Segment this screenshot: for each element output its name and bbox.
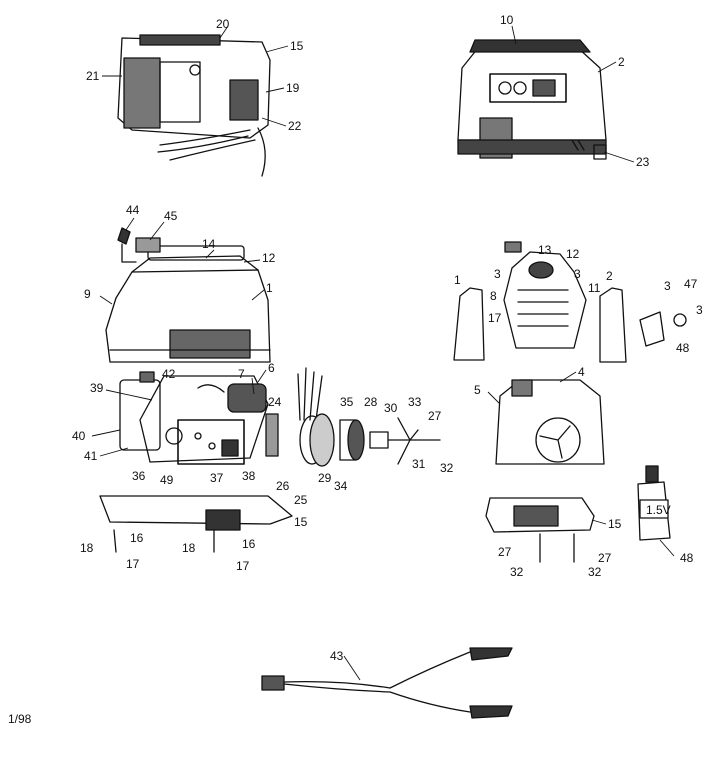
callout: 15 [608,517,622,531]
housing-cover [105,227,271,363]
callout: 3 [696,303,703,317]
callout: 48 [676,341,690,355]
callout: 15 [294,515,308,529]
callout: 27 [428,409,442,423]
callout: 1 [454,273,461,287]
callout: 32 [510,565,524,579]
callout: 34 [334,479,348,493]
callout: 39 [90,381,104,395]
callout: 3 [574,267,581,281]
exploded-housing [453,241,687,363]
callout: 42 [162,367,176,381]
callout: 27 [498,545,512,559]
callout: 44 [126,203,140,217]
callout: 12 [262,251,276,265]
callout: 2 [606,269,613,283]
callout: 16 [242,537,256,551]
callout: 35 [340,395,354,409]
callout: 6 [268,361,275,375]
bottle-label: 1.5V [646,503,671,517]
callout: 21 [86,69,100,83]
base-left [99,495,293,553]
callout: 9 [84,287,91,301]
callout: 24 [268,395,282,409]
callout: 38 [242,469,256,483]
callout: 23 [636,155,650,169]
callout: 15 [290,39,304,53]
callout: 32 [588,565,602,579]
oil-bottle [637,465,671,541]
callout: 29 [318,471,332,485]
callout: 28 [364,395,378,409]
callout: 47 [684,277,698,291]
jumper-cable [261,647,513,719]
callout: 13 [538,243,552,257]
fan-shaft-assembly [265,367,441,467]
callout: 5 [474,383,481,397]
callout-labels: 20 15 21 19 22 10 2 23 44 45 14 12 1 9 1… [72,13,703,663]
callout: 14 [202,237,216,251]
footer-code: 1/98 [8,712,32,726]
callout: 1 [266,281,273,295]
callout: 26 [276,479,290,493]
callout: 2 [618,55,625,69]
callout: 31 [412,457,426,471]
base-right [485,497,595,563]
callout: 17 [488,311,502,325]
callout: 41 [84,449,98,463]
callout: 17 [126,557,140,571]
callout: 4 [578,365,585,379]
callout: 11 [588,281,601,295]
callout: 45 [164,209,178,223]
callout: 20 [216,17,230,31]
motor-with-fan [495,379,605,465]
callout: 43 [330,649,344,663]
callout: 18 [182,541,196,555]
callout: 40 [72,429,86,443]
leader-lines [91,25,675,681]
callout: 3 [664,279,671,293]
callout: 49 [160,473,174,487]
callout: 7 [238,367,245,381]
callout: 25 [294,493,308,507]
callout: 19 [286,81,300,95]
callout: 22 [288,119,302,133]
control-panel-assembly [117,34,271,177]
callout: 3 [494,267,501,281]
callout: 32 [440,461,454,475]
callout: 33 [408,395,422,409]
callout: 16 [130,531,144,545]
callout: 18 [80,541,94,555]
assembled-unit [457,39,607,160]
callout: 30 [384,401,398,415]
callout: 48 [680,551,694,565]
callout: 17 [236,559,250,573]
callout: 8 [490,289,497,303]
callout: 12 [566,247,580,261]
callout: 10 [500,13,514,27]
callout: 27 [598,551,612,565]
charger-internals [119,371,269,465]
callout: 36 [132,469,146,483]
callout: 37 [210,471,224,485]
